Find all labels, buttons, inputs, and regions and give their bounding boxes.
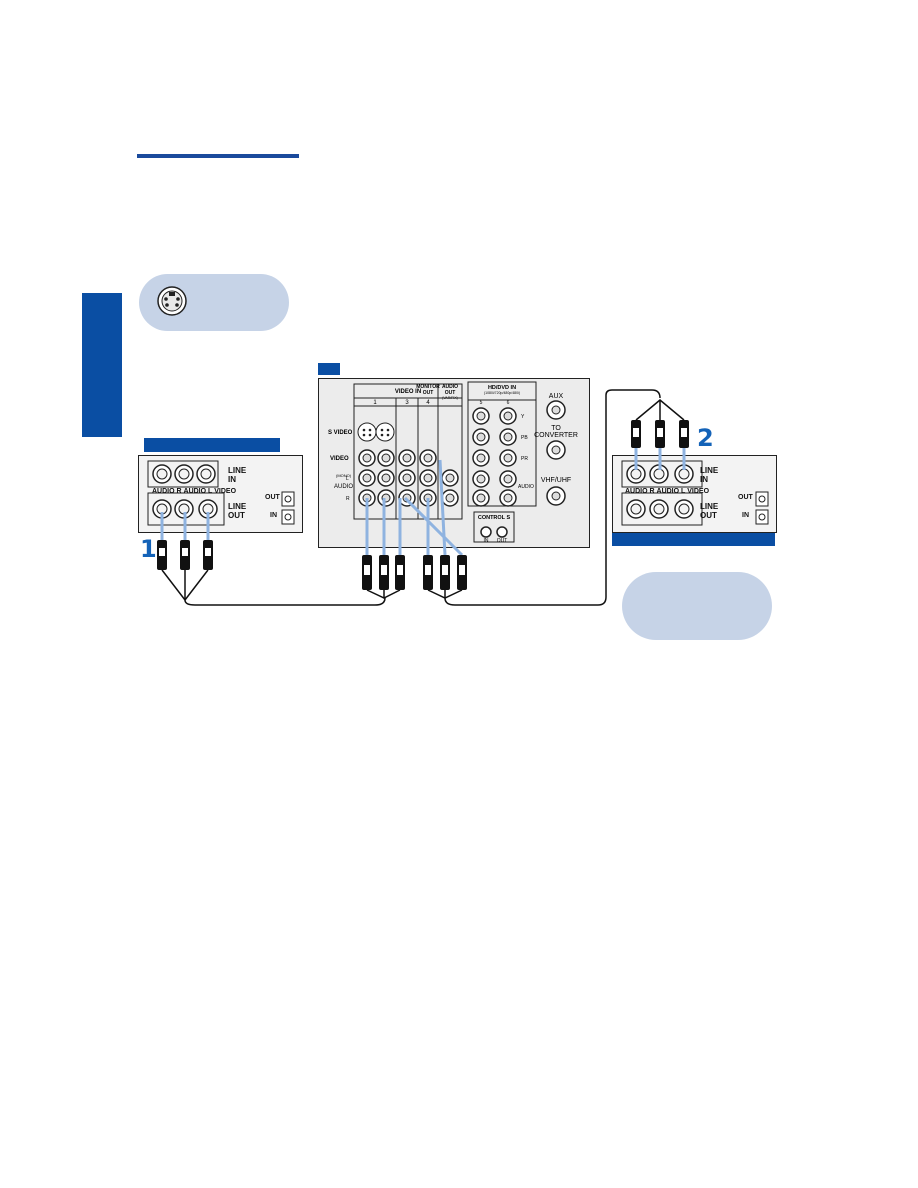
svg-text:1: 1 xyxy=(373,400,377,406)
tv-rear-panel: VIDEO IN 1 3 4 MONITOR OUT AUDIO OUT (VA… xyxy=(318,378,590,548)
svg-text:PB: PB xyxy=(521,435,528,441)
vcr1-title-bar xyxy=(144,438,280,452)
svg-text:S VIDEO: S VIDEO xyxy=(328,430,353,436)
vcr2-title-bar xyxy=(612,532,775,546)
tv-video-in-label: VIDEO IN xyxy=(395,389,421,395)
connection-cables xyxy=(157,389,689,606)
vcr1-jack-labels: AUDIO R AUDIO L VIDEO xyxy=(152,488,237,495)
vcr1-rf-out: OUT xyxy=(265,494,280,501)
svg-text:(1080i/720p/480p/480i): (1080i/720p/480p/480i) xyxy=(484,391,520,395)
svg-text:OUT: OUT xyxy=(423,390,434,396)
svg-text:(VAR/FIX): (VAR/FIX) xyxy=(442,396,458,400)
svg-text:Y: Y xyxy=(521,414,525,420)
svg-text:4: 4 xyxy=(426,400,430,406)
svg-text:CONTROL S: CONTROL S xyxy=(478,515,511,521)
vcr1-jacks xyxy=(147,460,295,526)
svg-text:AUDIO: AUDIO xyxy=(442,384,458,390)
svg-text:TO: TO xyxy=(551,425,561,432)
svg-text:VHF/UHF: VHF/UHF xyxy=(541,477,571,484)
note-bubble-svideo xyxy=(139,274,289,331)
step-2-number: 2 xyxy=(697,424,714,452)
vcr2-jacks xyxy=(621,460,769,526)
section-side-tab xyxy=(82,293,122,437)
svg-text:PR: PR xyxy=(521,456,528,462)
svg-text:IN: IN xyxy=(484,538,489,544)
svg-text:CONVERTER: CONVERTER xyxy=(534,432,578,439)
tv-badge xyxy=(318,363,340,375)
svg-text:OUT: OUT xyxy=(497,538,508,544)
vcr1-rf-in: IN xyxy=(270,512,277,519)
step-1-number: 1 xyxy=(140,535,157,563)
svg-text:AUDIO: AUDIO xyxy=(518,484,534,490)
svg-text:R: R xyxy=(346,496,350,502)
svg-text:3: 3 xyxy=(405,400,409,406)
s-video-connector-icon xyxy=(157,286,187,316)
heading-rule xyxy=(137,154,299,158)
svg-text:AUDIO: AUDIO xyxy=(334,484,353,490)
svg-text:MONITOR: MONITOR xyxy=(416,384,440,390)
svg-text:(MONO): (MONO) xyxy=(336,473,352,478)
vcr2-rf-out: OUT xyxy=(738,494,753,501)
svg-text:6: 6 xyxy=(507,400,510,406)
svg-text:VIDEO: VIDEO xyxy=(330,456,349,462)
vcr2-jack-labels: AUDIO R AUDIO L VIDEO xyxy=(625,488,710,495)
svg-text:L: L xyxy=(346,476,349,482)
svg-text:5: 5 xyxy=(480,400,483,406)
vcr2-rf-in: IN xyxy=(742,512,749,519)
svg-text:AUX: AUX xyxy=(549,393,564,400)
svg-text:HD/DVD IN: HD/DVD IN xyxy=(488,385,516,391)
note-bubble-vcr2 xyxy=(622,572,772,640)
svg-text:OUT: OUT xyxy=(445,390,456,396)
